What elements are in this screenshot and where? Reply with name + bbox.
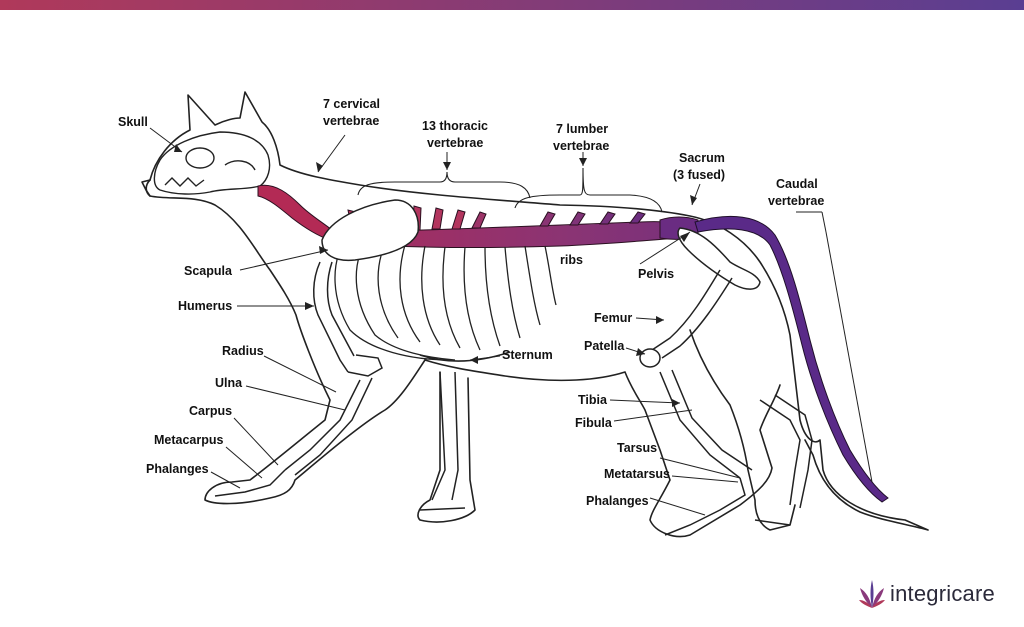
ribcage <box>334 239 557 362</box>
label-scapula: Scapula <box>184 264 233 278</box>
label-lumbar-line2: vertebrae <box>553 139 609 153</box>
label-cervical-line2: vertebrae <box>323 114 379 128</box>
diagram-labels: Skull 7 cervical vertebrae 13 thoracic v… <box>118 97 824 508</box>
cat-outline <box>141 91 929 538</box>
label-phalanges-hind: Phalanges <box>586 494 649 508</box>
label-caudal-line1: Caudal <box>776 177 818 191</box>
label-tibia: Tibia <box>578 393 608 407</box>
brand-name: integricare <box>890 581 995 606</box>
pelvis-bone <box>677 227 761 290</box>
scapula-bone <box>321 199 420 262</box>
hind-limb-bones <box>639 269 813 536</box>
label-cervical-line1: 7 cervical <box>323 97 380 111</box>
label-thoracic-line1: 13 thoracic <box>422 119 488 133</box>
label-carpus: Carpus <box>189 404 232 418</box>
leaf-logo-icon <box>859 580 885 608</box>
label-skull: Skull <box>118 115 148 129</box>
label-metatarsus: Metatarsus <box>604 467 670 481</box>
label-sacrum-line1: Sacrum <box>679 151 725 165</box>
label-metacarpus: Metacarpus <box>154 433 224 447</box>
cervical-vertebrae <box>257 184 333 241</box>
label-tarsus: Tarsus <box>617 441 657 455</box>
caudal-vertebrae <box>694 215 889 503</box>
label-ribs: ribs <box>560 253 583 267</box>
label-caudal-line2: vertebrae <box>768 194 824 208</box>
label-femur: Femur <box>594 311 632 325</box>
label-humerus: Humerus <box>178 299 232 313</box>
label-radius: Radius <box>222 344 264 358</box>
label-phalanges-front: Phalanges <box>146 462 209 476</box>
label-pelvis: Pelvis <box>638 267 674 281</box>
label-sacrum-line2: (3 fused) <box>673 168 725 182</box>
label-fibula: Fibula <box>575 416 613 430</box>
arrowheads <box>174 144 697 407</box>
label-patella: Patella <box>584 339 625 353</box>
brand-logo: integricare <box>858 577 995 611</box>
front-limb-bones <box>214 261 466 511</box>
label-lumbar-line1: 7 lumber <box>556 122 608 136</box>
top-gradient-bar <box>0 0 1024 10</box>
label-thoracic-line2: vertebrae <box>427 136 483 150</box>
label-ulna: Ulna <box>215 376 243 390</box>
label-sternum: Sternum <box>502 348 553 362</box>
braces <box>357 167 663 213</box>
skull-bone <box>153 131 271 195</box>
